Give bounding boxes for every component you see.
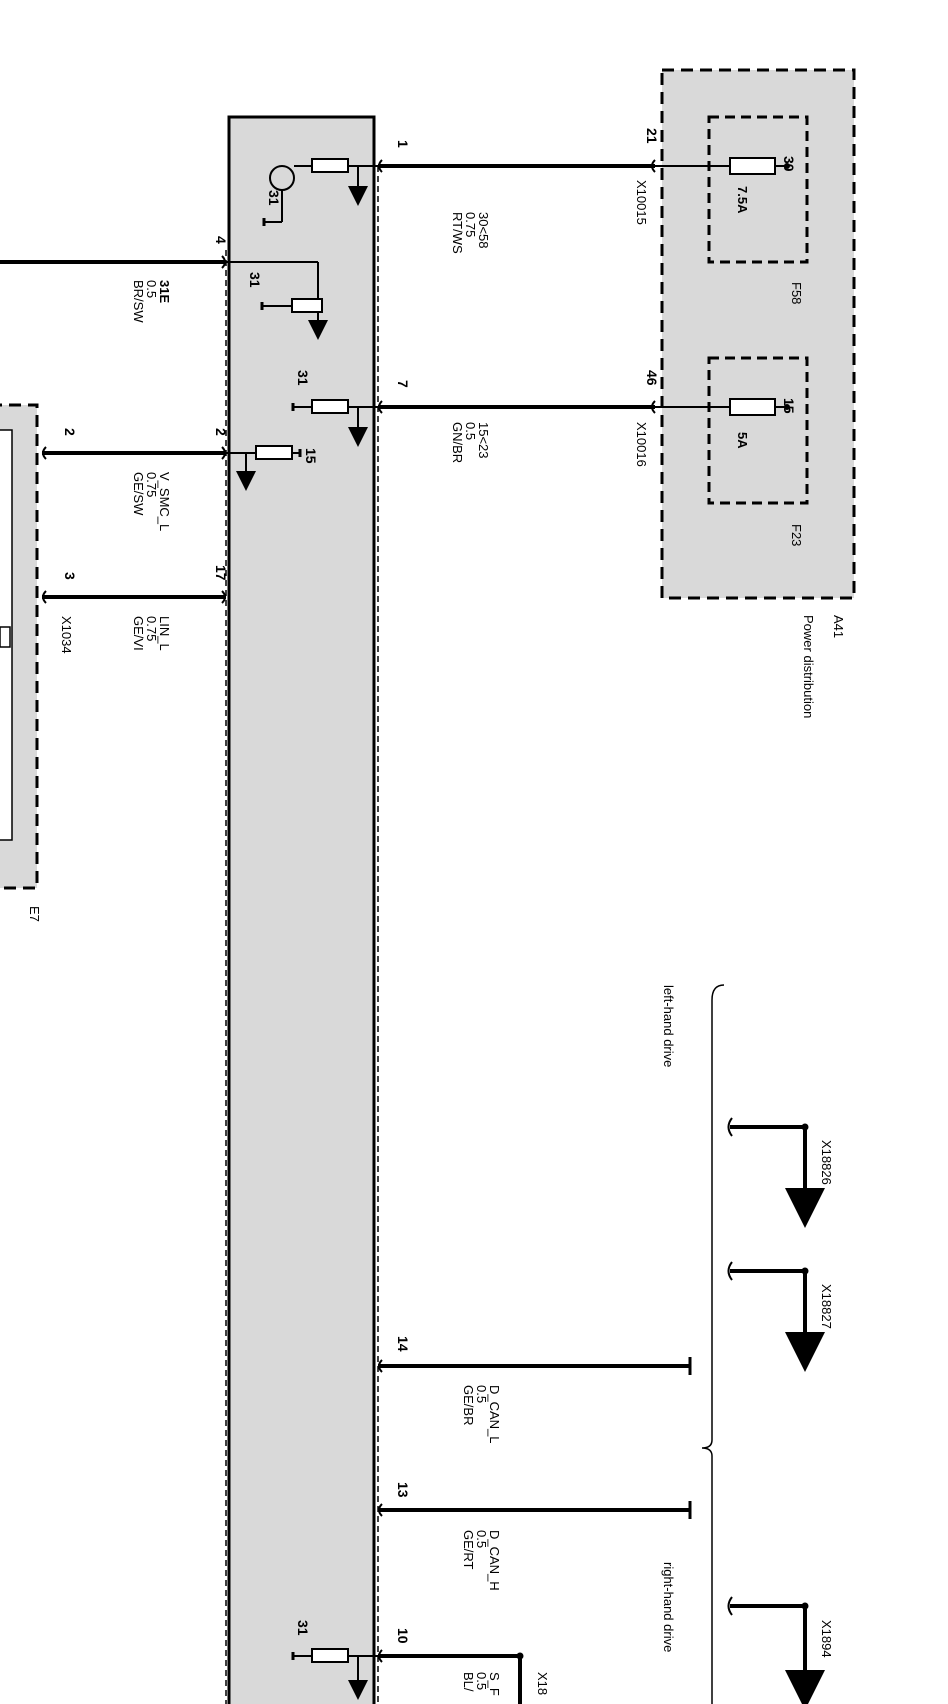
f58-id: F58	[789, 282, 804, 304]
w4-signal: 31E	[157, 280, 172, 303]
fuse-f58-housing	[707, 115, 809, 264]
pin1-number: 1	[395, 140, 411, 148]
f23-terminal: 15	[781, 398, 797, 414]
fuse-f23-symbol	[729, 398, 776, 416]
w2-size: 0.75	[144, 472, 159, 497]
e7-id: E7	[27, 906, 42, 922]
w10-color: BL/	[461, 1672, 476, 1692]
w14-color: GE/BR	[461, 1385, 476, 1425]
x1894-label: X1894	[819, 1620, 834, 1658]
w3-size: 0.75	[144, 616, 159, 641]
right-drive-label: right-hand drive	[661, 1562, 676, 1652]
a41-name: Power distribution	[801, 615, 816, 718]
w4-size: 0.5	[144, 280, 159, 298]
g7-label: 31	[295, 370, 311, 386]
drive-connectors	[701, 984, 825, 1704]
f58-rating: 7.5A	[735, 186, 750, 214]
w4-color: BR/SW	[131, 280, 146, 323]
w2-color: GE/SW	[131, 472, 146, 516]
control-unit	[225, 115, 379, 1704]
w13-color: GE/RT	[461, 1530, 476, 1570]
f23-connector: X10016	[634, 422, 649, 467]
x18826-label: X18826	[819, 1140, 834, 1185]
pin2-left-number: 2	[62, 428, 78, 436]
fuse-f58-symbol	[729, 157, 776, 175]
pin14-number: 14	[395, 1336, 411, 1352]
w10-signal: S_F	[487, 1672, 502, 1696]
f23-id: F23	[789, 524, 804, 546]
w7-size: 0.5	[463, 422, 478, 440]
w2-signal: V_SMC_L	[157, 472, 172, 531]
pin4-number: 4	[213, 236, 229, 244]
w3-signal: LIN_L	[157, 616, 172, 651]
w7-color: GN/BR	[450, 422, 465, 463]
fuse-f23-housing	[707, 356, 809, 505]
w3-color: GE/VI	[131, 616, 146, 651]
w13-signal: D_CAN_H	[487, 1530, 502, 1591]
pin13-number: 13	[395, 1482, 411, 1498]
w7-signal: 15<23	[476, 422, 491, 459]
labels: A41 Power distribution F58 7.5A 30 21 X1…	[27, 128, 846, 1696]
f23-pin: 46	[644, 370, 660, 386]
f58-terminal: 30	[781, 156, 797, 172]
f58-pin: 21	[644, 128, 660, 144]
t2-label: 15	[303, 448, 319, 464]
w10-size: 0.5	[474, 1672, 489, 1690]
w1-size: 0.75	[463, 212, 478, 237]
f58-connector: X10015	[634, 180, 649, 225]
left-drive-label: left-hand drive	[661, 985, 676, 1067]
w13-size: 0.5	[474, 1530, 489, 1548]
pin10-number: 10	[395, 1628, 411, 1644]
pin3-number: 3	[62, 572, 78, 580]
drive-bracket	[701, 984, 725, 1704]
g4-label: 31	[247, 272, 263, 288]
g10-label: 31	[295, 1620, 311, 1636]
pin2-right-number: 2	[213, 428, 229, 436]
pin17-number: 17	[213, 565, 229, 581]
x18827-label: X18827	[819, 1284, 834, 1329]
g1-label: 31	[266, 190, 282, 206]
w14-size: 0.5	[474, 1385, 489, 1403]
w1-color: RT/WS	[450, 212, 465, 254]
w1-signal: 30<58	[476, 212, 491, 249]
pin7-number: 7	[395, 380, 411, 388]
e7-module	[0, 403, 39, 890]
wires	[0, 159, 692, 1704]
a41-id: A41	[831, 615, 846, 638]
f23-rating: 5A	[735, 432, 750, 449]
power-distribution-module	[651, 68, 856, 600]
w10-connector: X18	[535, 1672, 550, 1695]
w14-signal: D_CAN_L	[487, 1385, 502, 1444]
w3-connector: X1034	[59, 616, 74, 654]
